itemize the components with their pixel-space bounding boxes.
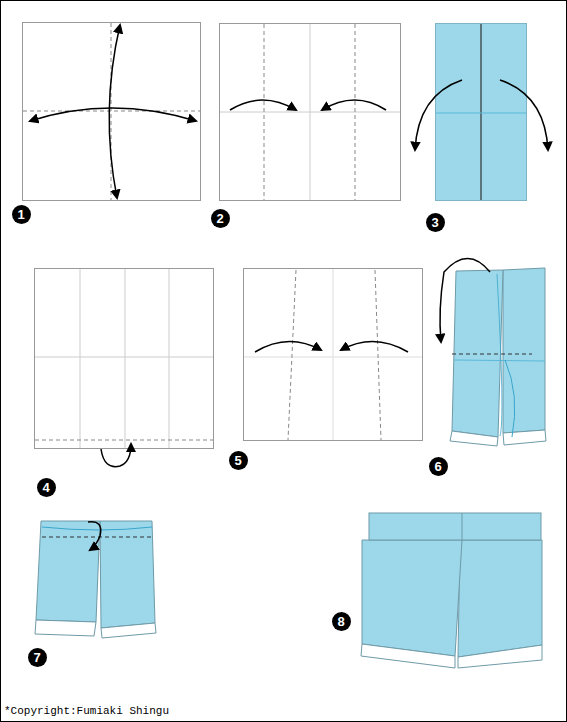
step3-figure — [415, 24, 548, 201]
step-number: 4 — [37, 478, 56, 497]
step-number: 1 — [12, 205, 31, 224]
step-number-text: 6 — [434, 460, 441, 473]
step-number-text: 3 — [431, 216, 438, 229]
step-number: 5 — [229, 451, 248, 470]
step-number-text: 7 — [33, 651, 40, 664]
step2-figure — [220, 24, 401, 201]
copyright-note: *Copyright:Fumiaki Shingu — [4, 705, 169, 717]
step-number: 8 — [332, 612, 351, 631]
step7-figure — [35, 521, 156, 638]
step-number-text: 4 — [42, 481, 49, 494]
step-number-text: 5 — [234, 454, 241, 467]
step4-figure — [35, 269, 214, 467]
step-number: 2 — [211, 209, 230, 228]
step1-figure — [23, 23, 201, 201]
step-number: 6 — [429, 457, 448, 476]
step5-figure — [244, 269, 423, 441]
step6-figure — [440, 259, 546, 447]
step-number-text: 1 — [17, 208, 24, 221]
step-number-text: 2 — [216, 212, 223, 225]
step-number: 3 — [426, 213, 445, 232]
step-number-text: 8 — [337, 615, 344, 628]
step-number: 7 — [28, 648, 47, 667]
step8-figure — [361, 513, 542, 668]
